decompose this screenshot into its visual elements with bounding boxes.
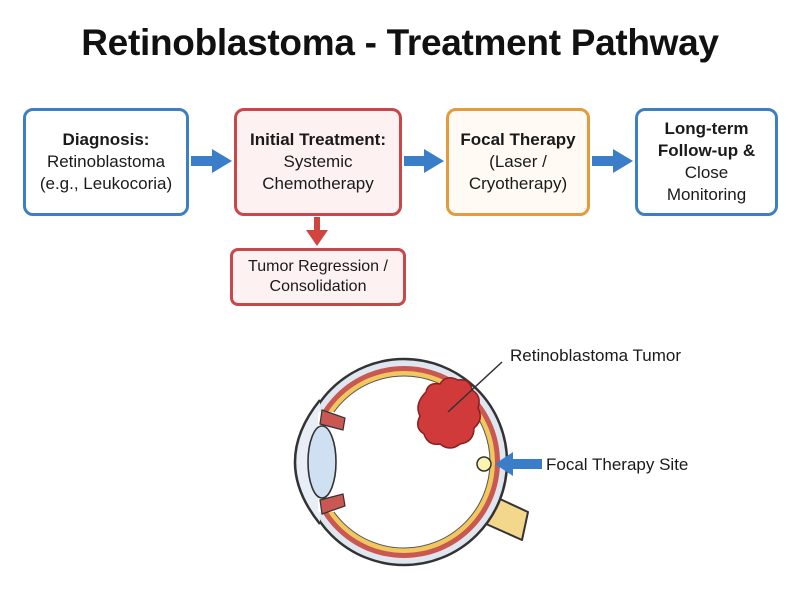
- diagnosis-line-1: Retinoblastoma: [46, 152, 166, 171]
- initial-treatment-heading: Initial Treatment:: [249, 130, 387, 149]
- follow-up-heading-2: Follow-up &: [657, 141, 756, 160]
- tumor-regression-box: Tumor Regression / Consolidation: [230, 248, 406, 306]
- tumor-pointer-line: [447, 361, 503, 413]
- follow-up-box: Long-term Follow-up & Close Monitoring: [635, 108, 778, 216]
- iris-upper: [319, 409, 346, 431]
- focal-therapy-box: Focal Therapy (Laser / Cryotherapy): [446, 108, 590, 216]
- diagnosis-heading: Diagnosis:: [62, 130, 150, 149]
- regression-line-1: Tumor Regression /: [248, 258, 388, 275]
- diagnosis-box: Diagnosis: Retinoblastoma (e.g., Leukoco…: [23, 108, 189, 216]
- initial-treatment-box: Initial Treatment: Systemic Chemotherapy: [234, 108, 402, 216]
- lens: [307, 425, 337, 499]
- focal-therapy-line-1: (Laser /: [489, 152, 547, 171]
- page-title: Retinoblastoma - Treatment Pathway: [81, 22, 719, 63]
- follow-up-line-1: Close: [684, 163, 729, 182]
- follow-up-heading-1: Long-term: [664, 119, 749, 138]
- arrow-initial-to-focal: [404, 149, 444, 173]
- tumor: [417, 377, 481, 449]
- iris-lower: [319, 493, 346, 515]
- focal-therapy-site-marker: [476, 456, 492, 472]
- initial-treatment-line-1: Systemic: [283, 152, 353, 171]
- eye-diagram: [293, 357, 542, 567]
- initial-treatment-line-2: Chemotherapy: [262, 174, 374, 193]
- focal-site-arrow: [495, 452, 542, 476]
- focal-therapy-site-label: Focal Therapy Site: [546, 455, 689, 474]
- regression-line-2: Consolidation: [269, 278, 367, 295]
- follow-up-line-2: Monitoring: [666, 185, 747, 204]
- tumor-label: Retinoblastoma Tumor: [510, 346, 682, 365]
- focal-therapy-heading: Focal Therapy: [460, 130, 576, 149]
- arrow-diagnosis-to-initial: [191, 149, 232, 173]
- diagnosis-line-2: (e.g., Leukocoria): [39, 174, 173, 193]
- focal-therapy-line-2: Cryotherapy): [468, 174, 568, 193]
- arrow-initial-to-regression: [306, 217, 328, 246]
- arrow-focal-to-followup: [592, 149, 633, 173]
